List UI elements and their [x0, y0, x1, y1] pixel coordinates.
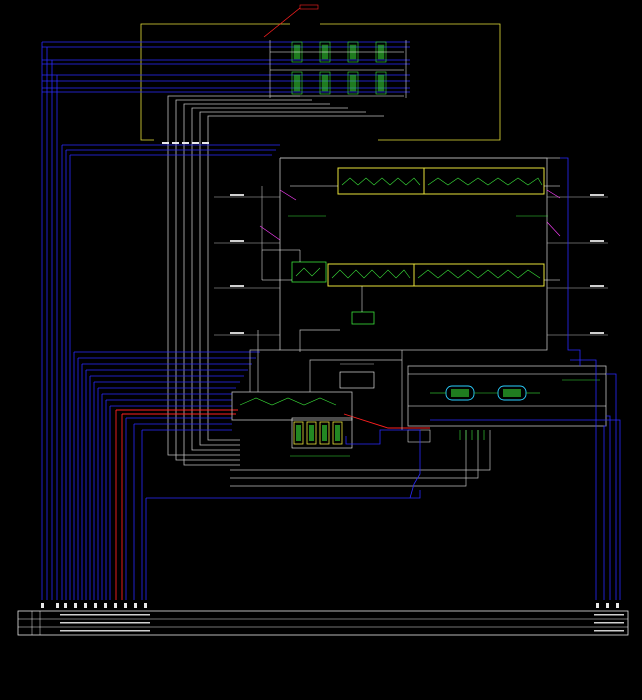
right-blue-bus — [345, 157, 621, 600]
upper-rack — [290, 167, 560, 195]
left-blue-bus — [41, 42, 421, 600]
grey-risers-left — [167, 95, 384, 466]
central-left-labels — [214, 196, 608, 336]
middle-left-equipment — [231, 363, 375, 457]
magenta-connectors — [259, 189, 561, 241]
middle-grey-connectors — [230, 329, 491, 487]
riser-tags — [162, 142, 209, 144]
central-label-tags — [230, 194, 604, 334]
top-tag — [263, 4, 319, 38]
central-process-frame — [279, 157, 560, 351]
red-lines — [115, 409, 430, 600]
middle-right-unit — [407, 365, 607, 443]
lower-rack — [261, 186, 560, 325]
top-frame — [140, 23, 501, 141]
bottom-legend — [17, 603, 629, 636]
